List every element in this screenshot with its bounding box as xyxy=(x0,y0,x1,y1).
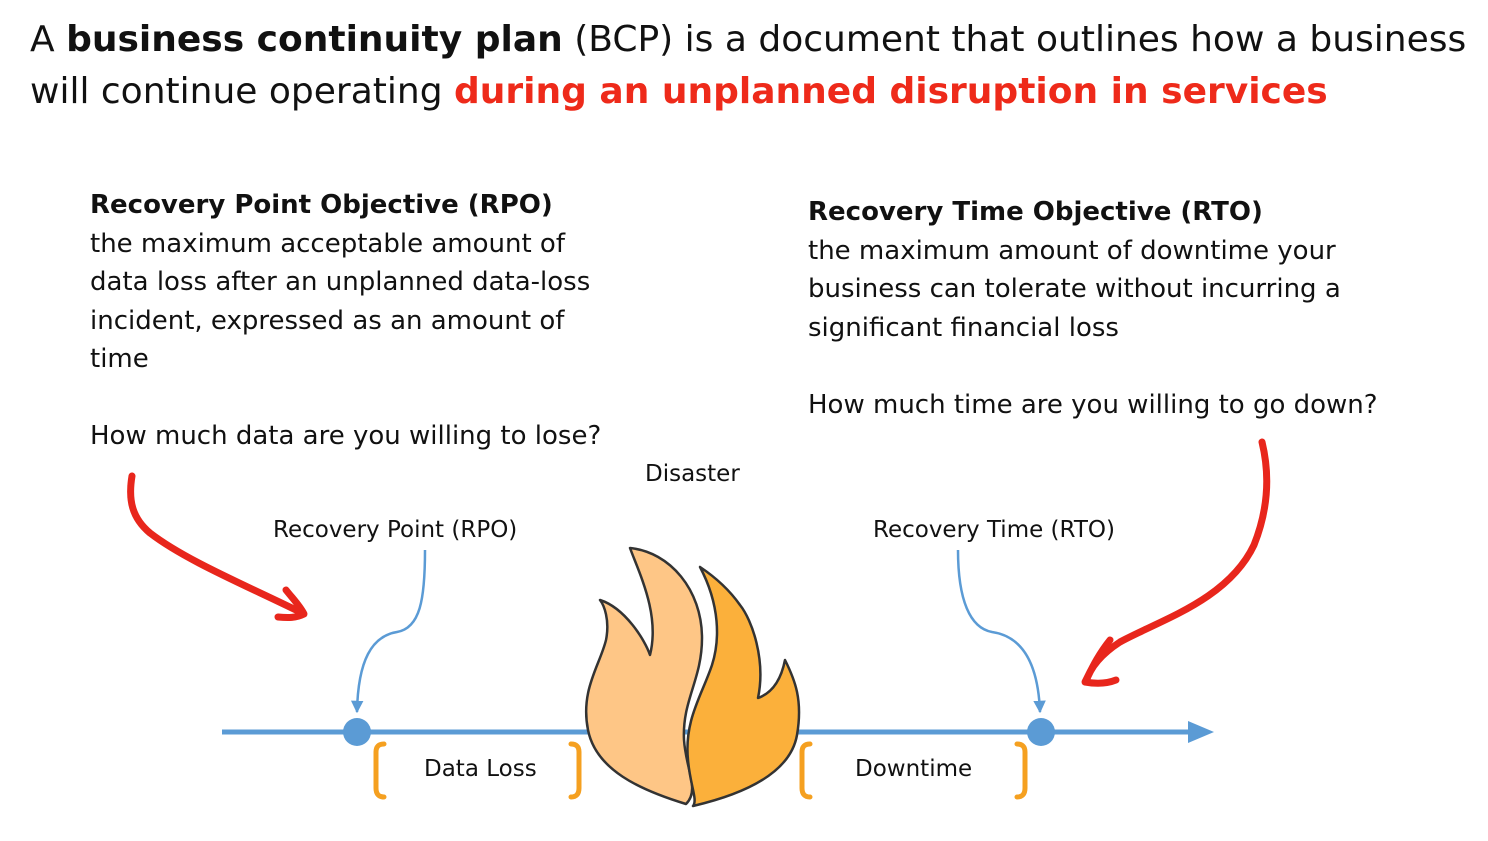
rpo-annotation-arrow xyxy=(127,472,304,616)
headline: A business continuity plan (BCP) is a do… xyxy=(30,14,1470,118)
headline-prefix: A xyxy=(30,19,67,60)
rpo-connector-line xyxy=(350,549,427,714)
rto-definition: Recovery Time Objective (RTO) the maximu… xyxy=(808,193,1448,424)
data-loss-label: Data Loss xyxy=(424,756,537,782)
rpo-point-label: Recovery Point (RPO) xyxy=(273,517,518,543)
rto-annotation-arrowhead-icon xyxy=(1081,636,1120,687)
rto-annotation-arrow xyxy=(1082,438,1271,686)
downtime-left-bracket xyxy=(799,741,813,800)
rto-description: the maximum amount of downtime your busi… xyxy=(808,235,1341,343)
rpo-question: How much data are you willing to lose? xyxy=(90,421,602,451)
rpo-definition: Recovery Point Objective (RPO) the maxim… xyxy=(90,186,620,456)
rto-connector-line xyxy=(956,549,1046,714)
headline-middle: (BCP) is a document that outlines how a … xyxy=(30,19,1467,112)
flame-back-icon xyxy=(584,546,704,806)
downtime-label: Downtime xyxy=(855,756,973,782)
headline-term: business continuity plan xyxy=(66,19,563,60)
fire-icon xyxy=(584,546,801,808)
rto-title: Recovery Time Objective (RTO) xyxy=(808,197,1263,227)
rpo-annotation-arrowhead-icon xyxy=(274,586,308,622)
data-loss-right-bracket xyxy=(568,741,582,800)
headline-emphasis: during an unplanned disruption in servic… xyxy=(453,71,1328,112)
rpo-point-marker xyxy=(343,718,371,746)
rto-point-marker xyxy=(1027,718,1055,746)
rpo-description: the maximum acceptable amount of data lo… xyxy=(90,228,591,375)
rpo-title: Recovery Point Objective (RPO) xyxy=(90,190,553,220)
data-loss-left-bracket xyxy=(373,741,387,800)
flame-front-icon xyxy=(686,565,801,808)
rto-point-label: Recovery Time (RTO) xyxy=(873,517,1115,543)
downtime-right-bracket xyxy=(1014,741,1028,800)
timeline-arrowhead-icon xyxy=(1188,721,1214,743)
rto-question: How much time are you willing to go down… xyxy=(808,389,1378,420)
disaster-label: Disaster xyxy=(645,461,740,487)
